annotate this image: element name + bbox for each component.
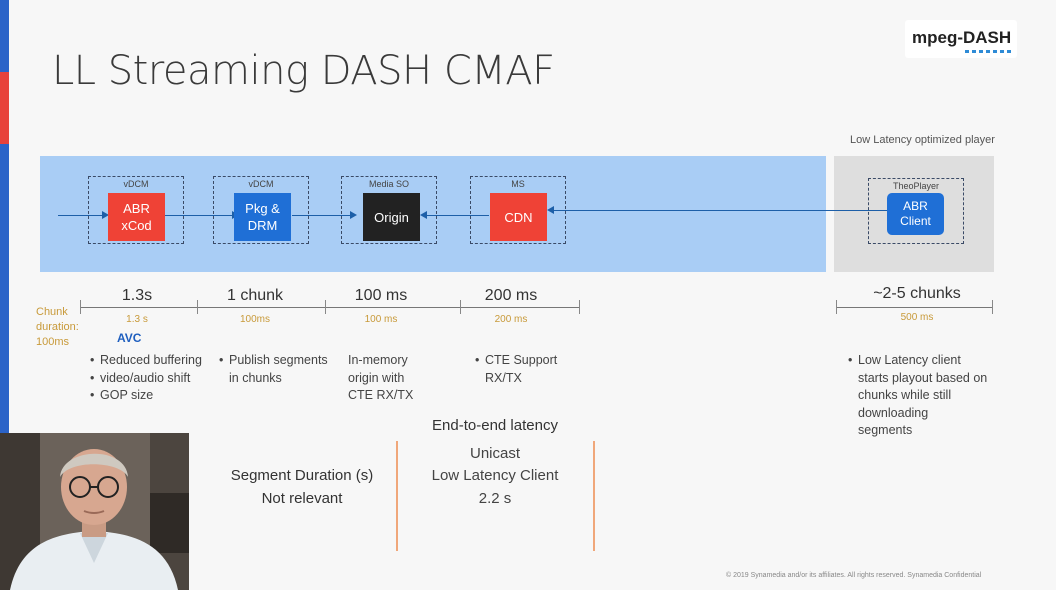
pkg-drm-box: Pkg &DRM <box>234 193 291 241</box>
slide-edge-accent <box>0 72 9 144</box>
pipeline-band <box>40 156 826 272</box>
span-packager-title: 1 chunk <box>226 287 284 304</box>
vdcm-packager-group: vDCM <box>213 176 309 244</box>
bullets-transcode: Reduced buffering video/audio shift GOP … <box>90 352 202 405</box>
span-origin-sub: 100 ms <box>364 314 398 325</box>
e2e-latency-value: 2.2 s <box>478 490 512 507</box>
span-cdn-title: 200 ms <box>484 287 538 304</box>
slide-title: LL Streaming DASH CMAF <box>52 48 555 94</box>
origin-box: Origin <box>363 193 420 241</box>
avc-label: AVC <box>117 331 142 345</box>
presenter-webcam <box>0 433 189 590</box>
cdn-box: CDN <box>490 193 547 241</box>
presenter-image <box>0 433 189 590</box>
copyright: © 2019 Synamedia and/or its affiliates. … <box>726 572 982 579</box>
chunk-duration-label: Chunk duration: 100ms <box>36 306 79 348</box>
slide-edge-bar <box>0 0 9 590</box>
segment-duration-value: Not relevant <box>261 490 343 507</box>
span-transcode-title: 1.3s <box>121 287 153 304</box>
end-to-end-heading: End-to-end latency <box>432 417 558 434</box>
span-cdn-sub: 200 ms <box>494 314 528 325</box>
vdcm-transcode-group: vDCM <box>88 176 184 244</box>
divider-right <box>593 441 595 551</box>
text-origin: In-memory origin with CTE RX/TX <box>348 353 414 402</box>
theoplayer-group: TheoPlayer <box>868 178 964 244</box>
segment-duration-heading: Segment Duration (s) <box>230 467 374 484</box>
player-caption: Low Latency optimized player <box>850 134 995 146</box>
span-packager-sub: 100ms <box>239 314 270 325</box>
span-origin-title: 100 ms <box>354 287 408 304</box>
bullets-cdn: CTE Support RX/TX <box>475 352 557 387</box>
media-so-group: Media SO <box>341 176 437 244</box>
ms-group: MS <box>470 176 566 244</box>
bullets-player: Low Latency client starts playout based … <box>848 352 987 440</box>
span-player-title: ~2-5 chunks <box>873 285 961 302</box>
e2e-unicast: Unicast <box>469 445 521 462</box>
divider-left <box>396 441 398 551</box>
mpeg-dash-logo: mpeg-DASH <box>905 20 1017 58</box>
span-player-sub: 500 ms <box>900 312 934 323</box>
bullets-packager: Publish segments in chunks <box>219 352 328 387</box>
span-transcode-sub: 1.3 s <box>126 314 148 325</box>
e2e-client: Low Latency Client <box>431 467 559 484</box>
